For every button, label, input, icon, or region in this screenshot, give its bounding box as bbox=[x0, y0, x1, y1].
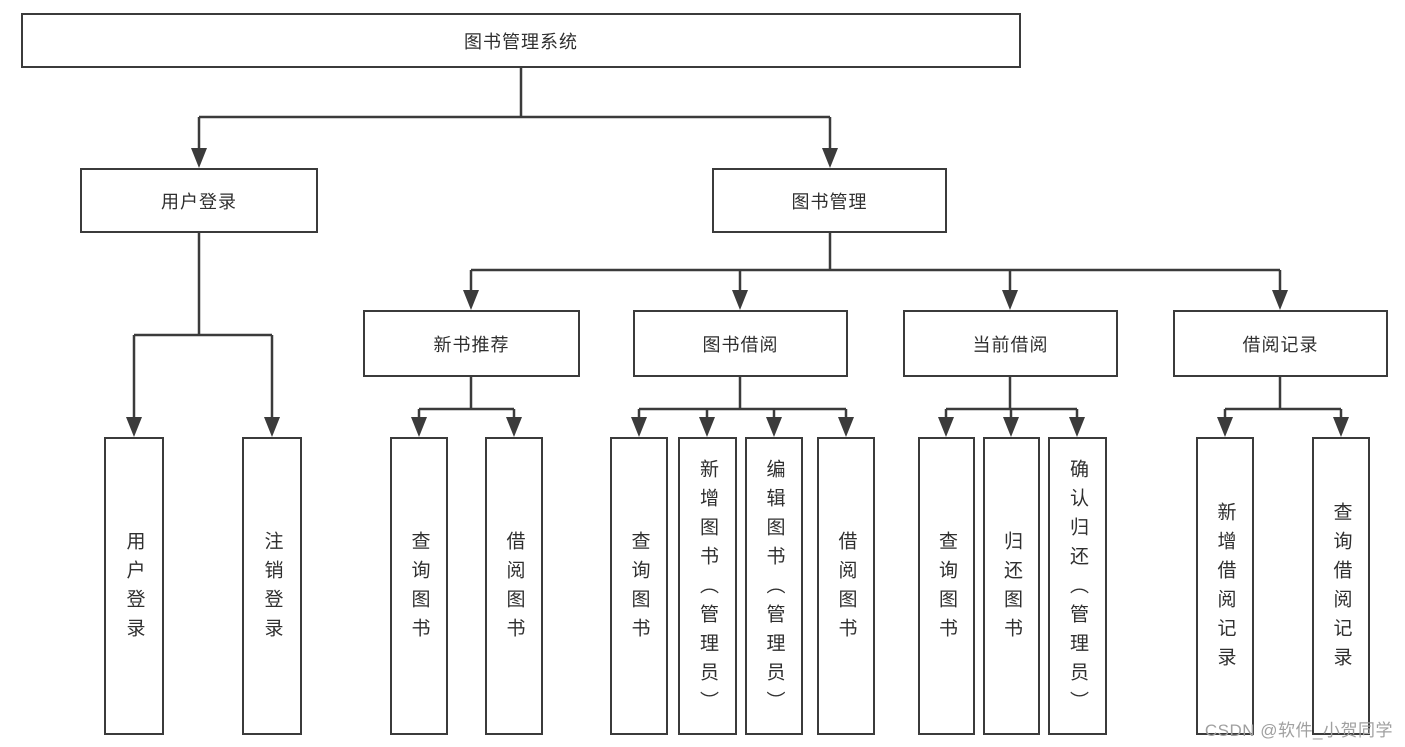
leaf-recommend-query-books: 查询图书 bbox=[390, 437, 448, 735]
node-new-book-recommend: 新书推荐 bbox=[363, 310, 580, 377]
leaf-logout: 注销登录 bbox=[242, 437, 302, 735]
node-root: 图书管理系统 bbox=[21, 13, 1021, 68]
leaf-add-books-admin: 新增图书（管理员） bbox=[678, 437, 737, 735]
leaf-current-query-books: 查询图书 bbox=[918, 437, 975, 735]
node-book-borrow: 图书借阅 bbox=[633, 310, 848, 377]
node-current-borrow: 当前借阅 bbox=[903, 310, 1118, 377]
leaf-borrow-query-books: 查询图书 bbox=[610, 437, 668, 735]
leaf-recommend-borrow-books: 借阅图书 bbox=[485, 437, 543, 735]
leaf-confirm-return-admin: 确认归还（管理员） bbox=[1048, 437, 1107, 735]
leaf-query-borrow-record: 查询借阅记录 bbox=[1312, 437, 1370, 735]
leaf-return-books: 归还图书 bbox=[983, 437, 1040, 735]
leaf-borrow-books: 借阅图书 bbox=[817, 437, 875, 735]
leaf-add-borrow-record: 新增借阅记录 bbox=[1196, 437, 1254, 735]
arrowheads bbox=[126, 148, 1349, 437]
node-borrow-records: 借阅记录 bbox=[1173, 310, 1388, 377]
node-book-management: 图书管理 bbox=[712, 168, 947, 233]
node-user-login: 用户登录 bbox=[80, 168, 318, 233]
watermark: CSDN @软件_小贺同学 bbox=[1204, 721, 1393, 740]
leaf-user-login: 用户登录 bbox=[104, 437, 164, 735]
leaf-edit-books-admin: 编辑图书（管理员） bbox=[745, 437, 803, 735]
